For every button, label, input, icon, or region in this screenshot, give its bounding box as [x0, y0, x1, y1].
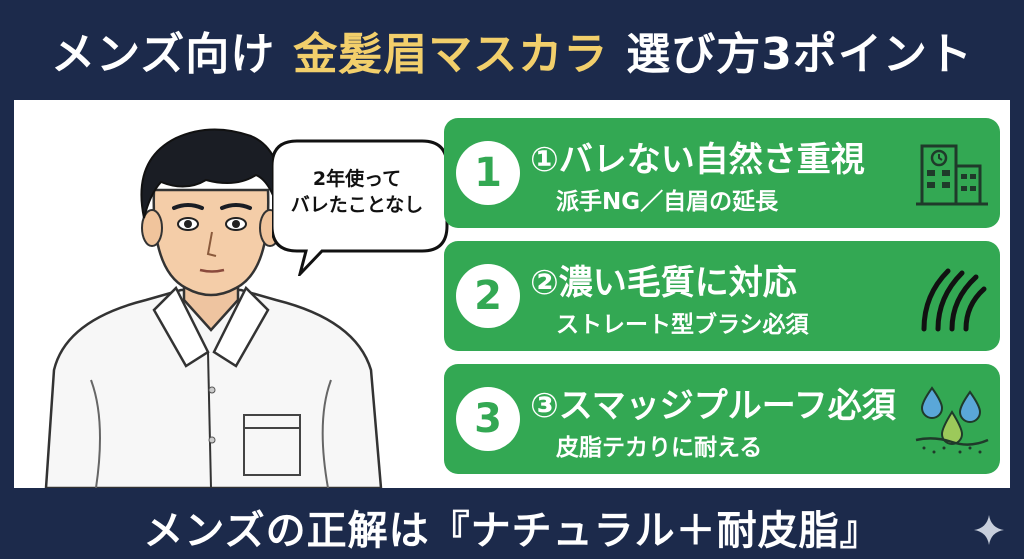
- speech-bubble: 2年使って バレたことなし: [272, 136, 452, 276]
- bubble-line-2: バレたことなし: [290, 194, 424, 216]
- title-suffix: 選び方3ポイント: [626, 29, 973, 80]
- man-illustration: [44, 128, 383, 488]
- point-title-3: ③スマッジプルーフ必須: [530, 386, 896, 426]
- sparkle-icon: [974, 515, 1004, 545]
- content-panel: 2年使って バレたことなし 1 ①バレない自然さ重視 派手NG／自眉の延長 2 …: [14, 100, 1010, 488]
- header-banner: メンズ向け 金髪眉マスカラ 選び方3ポイント: [0, 0, 1024, 100]
- point-subtitle-3: 皮脂テカりに耐える: [556, 435, 763, 461]
- title-highlight: 金髪眉マスカラ: [293, 29, 609, 80]
- point-card-1: 1 ①バレない自然さ重視 派手NG／自眉の延長: [444, 118, 1000, 228]
- point-title-2: ②濃い毛質に対応: [530, 263, 797, 303]
- point-subtitle-1: 派手NG／自眉の延長: [556, 189, 779, 215]
- building-icon: [916, 144, 988, 206]
- oil-drops-icon: [915, 386, 989, 454]
- hair-strands-icon: [921, 268, 987, 332]
- point-number-1: 1: [456, 141, 520, 205]
- point-subtitle-2: ストレート型ブラシ必須: [556, 312, 809, 338]
- point-number-2: 2: [456, 264, 520, 328]
- point-card-3: 3 ③スマッジプルーフ必須 皮脂テカりに耐える: [444, 364, 1000, 474]
- point-number-3: 3: [456, 387, 520, 451]
- footer-text: メンズの正解は『ナチュラル＋耐皮脂』: [143, 508, 881, 554]
- bubble-line-1: 2年使って: [312, 168, 402, 190]
- title-prefix: メンズ向け: [51, 29, 276, 80]
- point-card-2: 2 ②濃い毛質に対応 ストレート型ブラシ必須: [444, 241, 1000, 351]
- point-title-1: ①バレない自然さ重視: [530, 140, 865, 180]
- footer-banner: メンズの正解は『ナチュラル＋耐皮脂』: [0, 488, 1024, 559]
